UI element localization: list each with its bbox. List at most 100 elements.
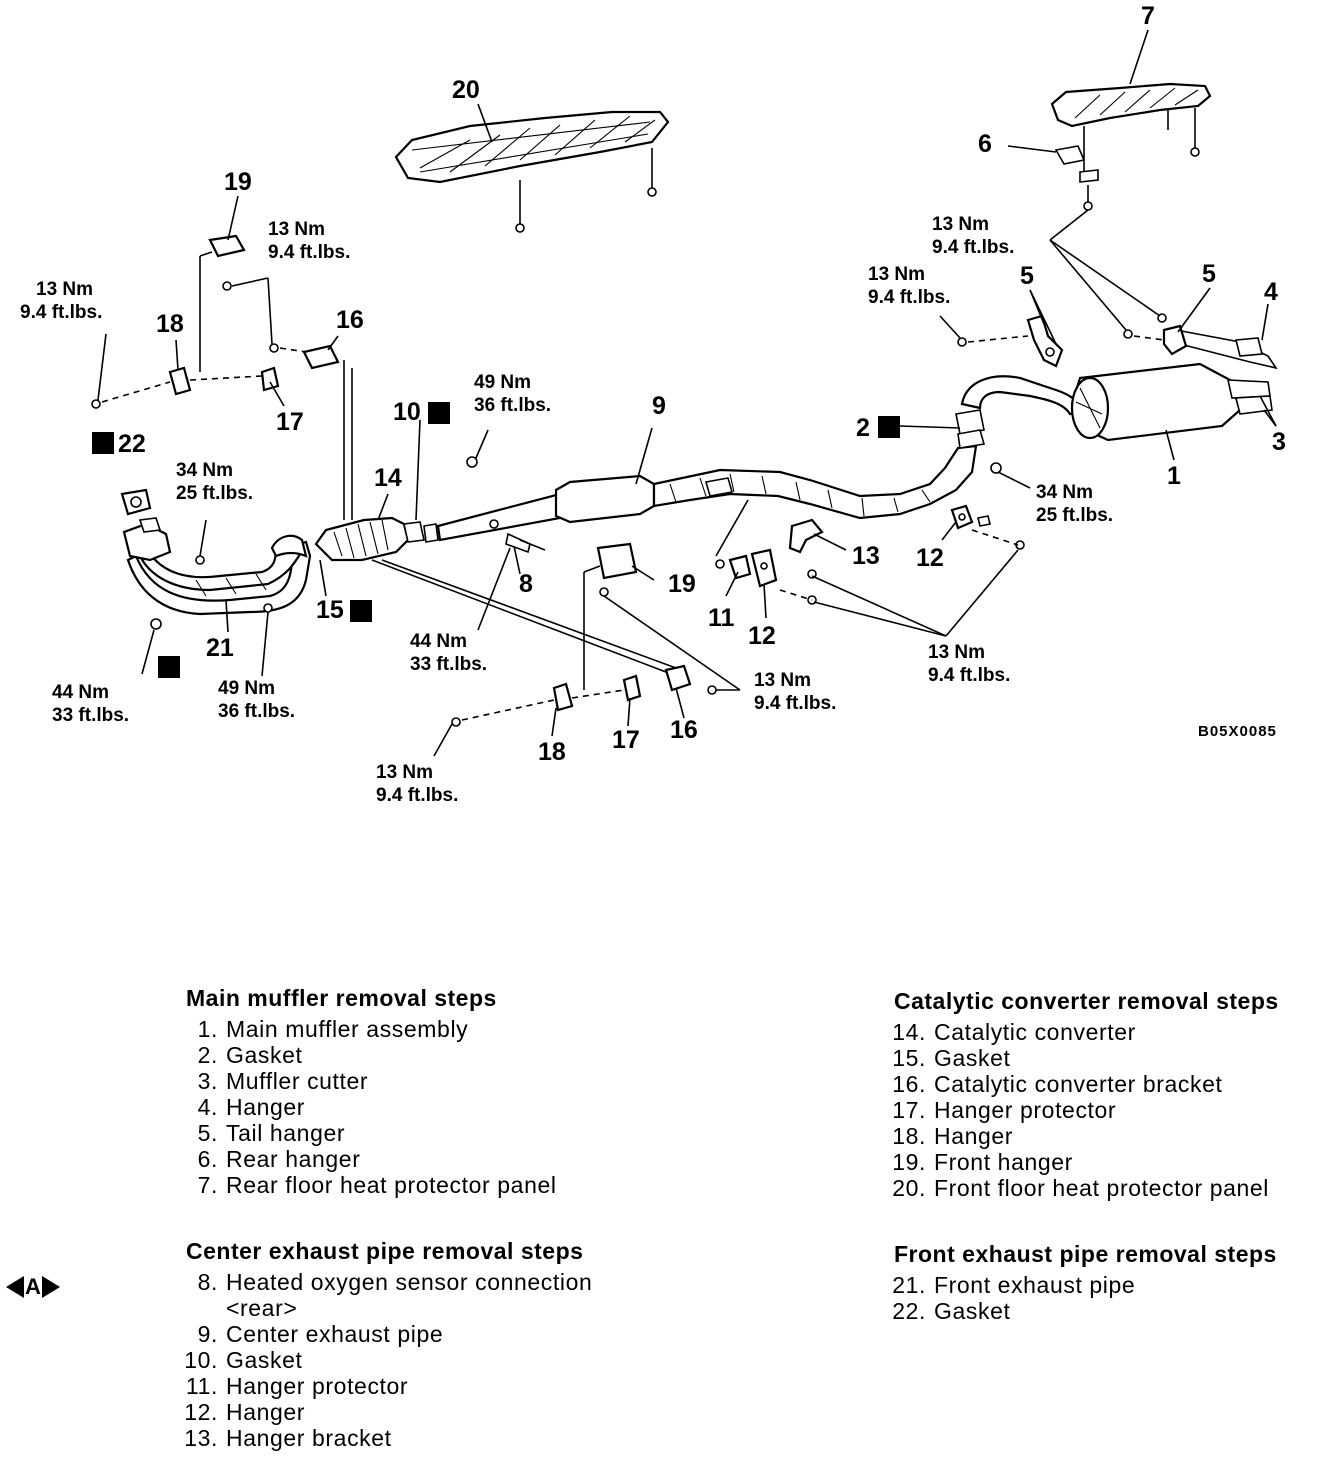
step-number: 22. bbox=[892, 1298, 926, 1324]
step-label: Hanger bracket bbox=[226, 1425, 392, 1451]
step-number: 8. bbox=[197, 1269, 218, 1295]
rear-hanger bbox=[1054, 126, 1099, 211]
step-item: 22.Gasket bbox=[880, 1298, 1277, 1324]
step-label: Rear hanger bbox=[226, 1146, 361, 1172]
svg-text:9.4 ft.lbs.: 9.4 ft.lbs. bbox=[868, 287, 950, 308]
step-label: Front hanger bbox=[934, 1149, 1073, 1175]
torque-nut-front: 44 Nm 33 ft.lbs. bbox=[52, 682, 129, 726]
step-number: 18. bbox=[892, 1123, 926, 1149]
hanger-4 bbox=[1174, 328, 1278, 370]
step-item: 4.Hanger bbox=[172, 1094, 557, 1120]
step-number: 1. bbox=[197, 1016, 218, 1042]
svg-text:13 Nm: 13 Nm bbox=[868, 264, 925, 285]
torque-center-pipe-flange: 49 Nm 36 ft.lbs. bbox=[474, 372, 551, 416]
service-point-mark: A bbox=[6, 1274, 60, 1300]
n-mark-gasket-2: N bbox=[878, 416, 900, 438]
callout-10: 10 bbox=[393, 398, 421, 426]
step-label: Hanger protector bbox=[226, 1373, 409, 1399]
main-muffler-removal-steps: Main muffler removal steps 1. Main muffle… bbox=[186, 985, 557, 1198]
step-label: Gasket bbox=[226, 1347, 303, 1373]
step-item: 6.Rear hanger bbox=[172, 1146, 557, 1172]
center-exhaust-pipe-removal-steps: Center exhaust pipe removal steps 8.Heat… bbox=[184, 1238, 592, 1451]
step-item: 15. Gasket bbox=[880, 1045, 1279, 1071]
step-label: Hanger bbox=[226, 1399, 306, 1425]
step-item: 3. Muffler cutter bbox=[172, 1068, 557, 1094]
svg-text:13 Nm: 13 Nm bbox=[932, 214, 989, 235]
step-label: Main muffler assembly bbox=[226, 1016, 469, 1042]
front-floor-heat-protector-panel bbox=[394, 110, 670, 233]
step-item: 11. Hanger protector bbox=[172, 1373, 592, 1399]
n-mark-nut-front: N bbox=[158, 656, 180, 678]
callout-1: 1 bbox=[1167, 462, 1181, 490]
step-number: 14. bbox=[892, 1019, 926, 1045]
oxygen-sensor bbox=[505, 532, 546, 554]
svg-text:44 Nm: 44 Nm bbox=[52, 682, 109, 703]
step-number: 17. bbox=[892, 1097, 926, 1123]
n-mark-gasket-10: N bbox=[428, 402, 450, 424]
step-item: 20.Front floor heat protector panel bbox=[880, 1175, 1279, 1201]
callout-4: 4 bbox=[1264, 278, 1278, 306]
torque-tail-hanger: 13 Nm 9.4 ft.lbs. bbox=[868, 264, 950, 308]
catalytic-converter bbox=[314, 516, 439, 562]
torque-labels: 13 Nm 9.4 ft.lbs. 13 Nm 9.4 ft.lbs. 34 N… bbox=[20, 214, 1113, 806]
svg-text:9.4 ft.lbs.: 9.4 ft.lbs. bbox=[928, 665, 1010, 686]
exhaust-system-diagram: 1 2 3 4 5 5 6 7 8 9 10 11 12 12 13 14 15… bbox=[20, 2, 1286, 806]
callout-3: 3 bbox=[1272, 428, 1286, 456]
callout-12b: 12 bbox=[748, 622, 776, 650]
step-label: Hanger bbox=[934, 1123, 1014, 1149]
step-item: 21.Front exhaust pipe bbox=[880, 1272, 1277, 1298]
step-number: 12. bbox=[184, 1399, 218, 1425]
triangle-right-icon bbox=[41, 1276, 60, 1298]
step-item: 7.Rear floor heat protector panel bbox=[172, 1172, 557, 1198]
step-label: Front floor heat protector panel bbox=[934, 1175, 1269, 1201]
svg-text:9.4 ft.lbs.: 9.4 ft.lbs. bbox=[20, 302, 102, 323]
triangle-left-icon bbox=[6, 1276, 24, 1298]
step-number: 7. bbox=[197, 1172, 218, 1198]
svg-text:25 ft.lbs.: 25 ft.lbs. bbox=[1036, 505, 1113, 526]
callout-18b: 18 bbox=[538, 738, 566, 766]
step-label: Hanger protector bbox=[934, 1097, 1117, 1123]
step-item: 16.Catalytic converter bracket bbox=[880, 1071, 1279, 1097]
torque-center-hangers: 13 Nm 9.4 ft.lbs. bbox=[928, 642, 1010, 686]
callout-20: 20 bbox=[452, 76, 480, 104]
gasket-22 bbox=[120, 488, 152, 516]
step-item: 12. Hanger bbox=[172, 1399, 592, 1425]
callout-17a: 17 bbox=[276, 408, 304, 436]
step-item: 17. Hanger protector bbox=[880, 1097, 1279, 1123]
step-number: 19. bbox=[892, 1149, 926, 1175]
step-item: 1. Main muffler assembly bbox=[172, 1016, 557, 1042]
step-number: 11. bbox=[185, 1373, 218, 1399]
svg-text:49 Nm: 49 Nm bbox=[474, 372, 531, 393]
svg-text:N: N bbox=[162, 660, 173, 677]
callout-11: 11 bbox=[708, 604, 735, 632]
callout-6: 6 bbox=[978, 130, 992, 158]
svg-text:N: N bbox=[882, 420, 893, 437]
diagram-code: B05X0085 bbox=[1198, 723, 1277, 740]
front-exhaust-pipe-removal-steps: Front exhaust pipe removal steps 21.Fron… bbox=[892, 1241, 1277, 1324]
step-label: Center exhaust pipe bbox=[226, 1321, 444, 1347]
svg-text:36 ft.lbs.: 36 ft.lbs. bbox=[218, 701, 295, 722]
service-point-letter: A bbox=[25, 1274, 41, 1299]
svg-text:N: N bbox=[96, 436, 107, 453]
svg-text:33 ft.lbs.: 33 ft.lbs. bbox=[410, 654, 487, 675]
step-label: Muffler cutter bbox=[226, 1068, 369, 1094]
step-label: Gasket bbox=[934, 1045, 1011, 1071]
front-exhaust-pipe bbox=[122, 517, 312, 616]
callout-5a: 5 bbox=[1020, 262, 1034, 290]
callout-21: 21 bbox=[206, 634, 234, 662]
svg-text:25 ft.lbs.: 25 ft.lbs. bbox=[176, 483, 253, 504]
section-title: Main muffler removal steps bbox=[186, 985, 497, 1011]
step-number: 5. bbox=[197, 1120, 218, 1146]
step-number: 21. bbox=[892, 1272, 926, 1298]
svg-text:36 ft.lbs.: 36 ft.lbs. bbox=[474, 395, 551, 416]
step-item: 18. Hanger bbox=[880, 1123, 1279, 1149]
callout-7: 7 bbox=[1141, 2, 1155, 30]
svg-text:44 Nm: 44 Nm bbox=[410, 631, 467, 652]
tail-hangers-5 bbox=[1026, 314, 1188, 368]
step-number: 15. bbox=[892, 1045, 926, 1071]
svg-text:13 Nm: 13 Nm bbox=[268, 219, 325, 240]
step-number: 3. bbox=[197, 1068, 218, 1094]
step-label: Tail hanger bbox=[226, 1120, 346, 1146]
